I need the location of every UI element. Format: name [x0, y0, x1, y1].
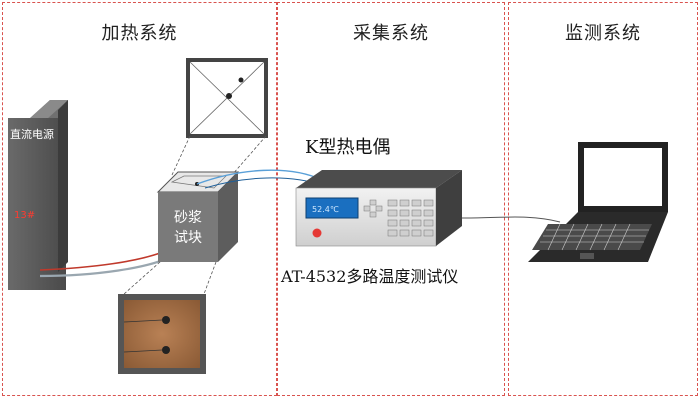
heating-system-panel: 加热系统	[2, 2, 277, 396]
specimen-label-line2: 试块	[174, 230, 202, 246]
acquisition-system-panel: 采集系统	[277, 2, 505, 396]
instrument-name: AT-4532多路温度测试仪	[280, 267, 458, 286]
temperature-instrument: 52.4℃	[295, 170, 462, 247]
thermocouple-label: K型热电偶	[305, 137, 390, 158]
instrument-display: 52.4℃	[312, 205, 339, 214]
monitoring-system-title: 监测系统	[565, 23, 641, 44]
dc-power-supply: 直流电源 13#	[8, 100, 68, 290]
laptop	[528, 142, 668, 262]
mortar-specimen: 砂浆 试块	[156, 171, 240, 262]
power-supply-label: 直流电源	[10, 127, 54, 141]
data-cable	[461, 216, 561, 223]
laptop-keyboard	[540, 223, 649, 251]
specimen-section-view	[118, 294, 206, 374]
heating-system-title: 加热系统	[101, 23, 178, 44]
specimen-top-view	[186, 58, 268, 138]
specimen-label-line1: 砂浆	[174, 210, 202, 226]
acquisition-system-title: 采集系统	[353, 23, 429, 44]
monitoring-system-panel: 监测系统	[508, 2, 698, 396]
instrument-keypad	[363, 199, 434, 237]
projection-lines-bottom	[123, 261, 217, 295]
power-supply-display: 13#	[14, 210, 35, 221]
projection-lines-top	[171, 135, 267, 176]
